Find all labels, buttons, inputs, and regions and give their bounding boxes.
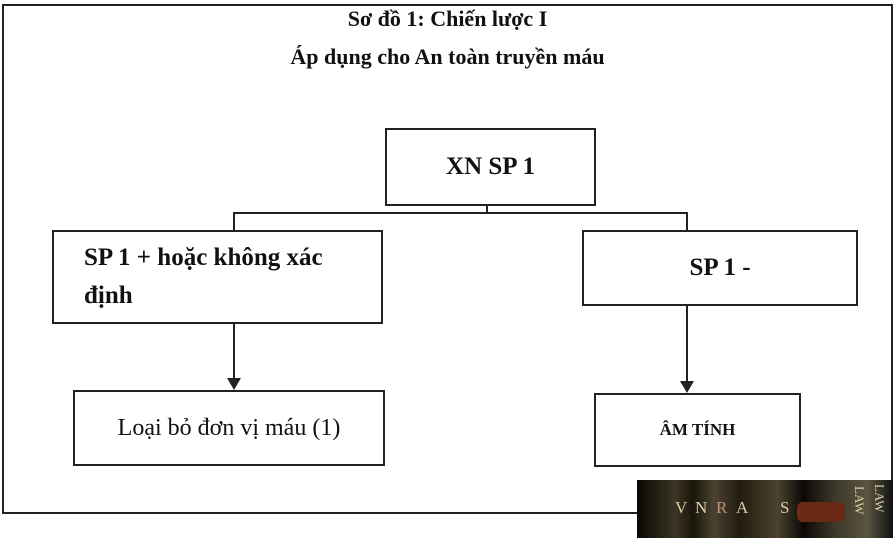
connector xyxy=(686,212,688,231)
node-left-result: Loại bỏ đơn vị máu (1) xyxy=(73,390,385,466)
diagram-frame xyxy=(2,4,893,514)
connector xyxy=(486,205,488,214)
node-left: SP 1 + hoặc không xác định xyxy=(52,230,383,324)
arrow-left xyxy=(233,323,235,381)
arrow-head-icon xyxy=(227,378,241,390)
diagram-subtitle: Áp dụng cho An toàn truyền máu xyxy=(290,44,605,69)
node-right-result: ÂM TÍNH xyxy=(594,393,801,467)
node-root: XN SP 1 xyxy=(385,128,596,206)
gavel-icon xyxy=(797,502,845,522)
diagram-title: Sơ đồ 1: Chiến lược I xyxy=(347,6,548,31)
node-right: SP 1 - xyxy=(582,230,858,306)
arrow-right xyxy=(686,305,688,382)
arrow-head-icon xyxy=(680,381,694,393)
connector xyxy=(233,212,688,214)
connector xyxy=(233,212,235,231)
